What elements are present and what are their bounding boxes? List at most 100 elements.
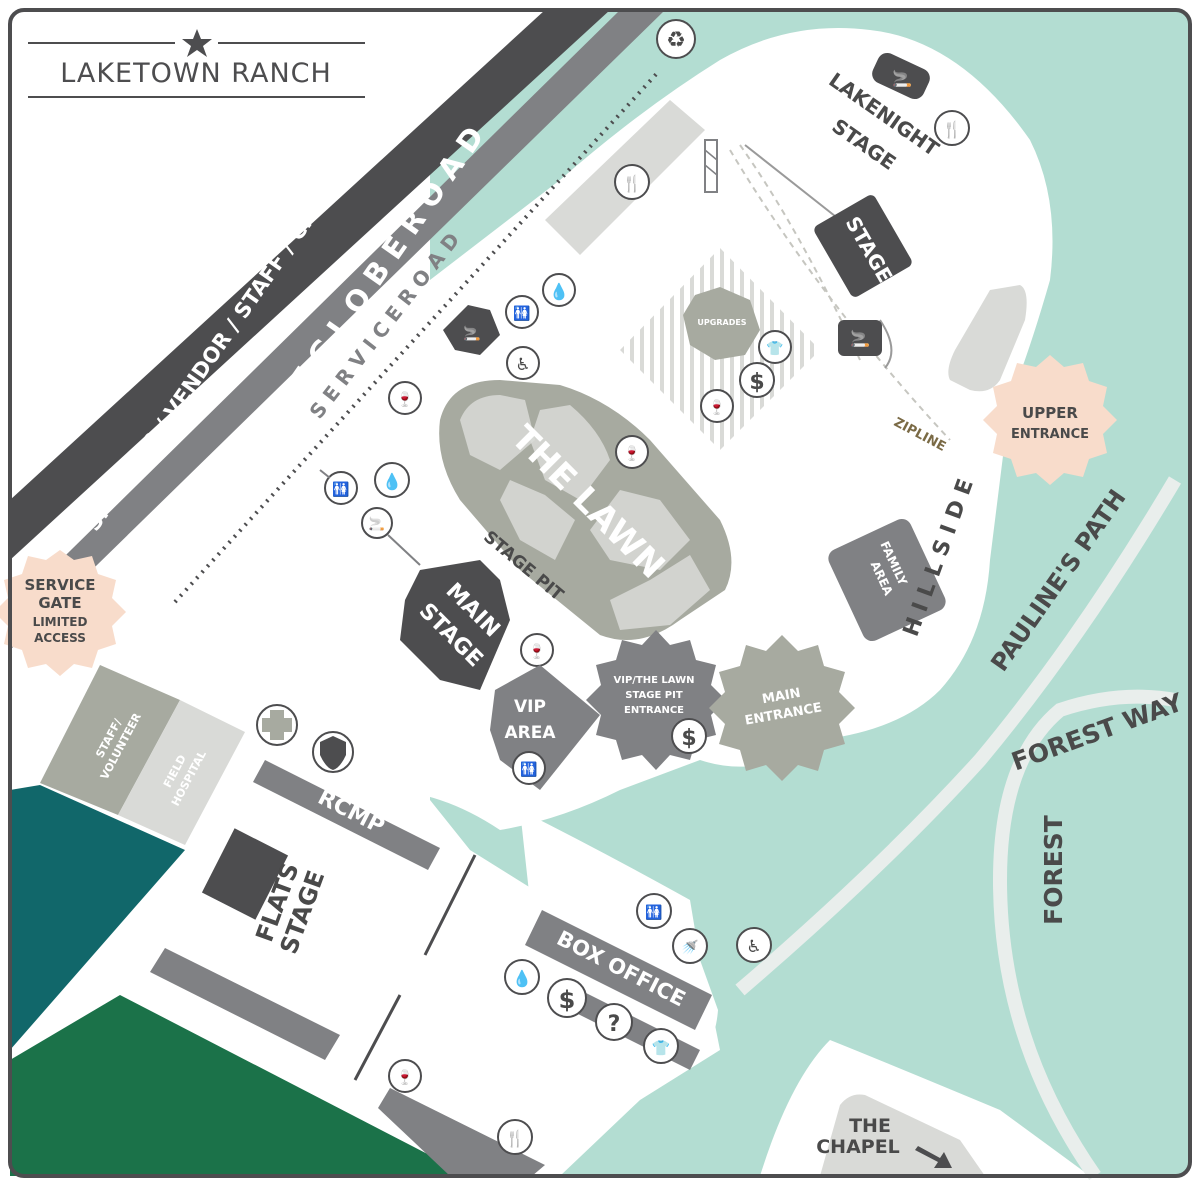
water-glyph-box: 💧 bbox=[512, 969, 532, 988]
field-hospital-area bbox=[118, 700, 245, 845]
bar-icon-service bbox=[388, 381, 422, 415]
restroom-glyph-vip: 🚻 bbox=[520, 761, 537, 778]
money-glyph-upgrades: $ bbox=[749, 370, 764, 395]
merch-icon-upgrades bbox=[758, 330, 792, 364]
forest-way-trail bbox=[992, 689, 1177, 1181]
restroom-glyph-top: 🚻 bbox=[513, 305, 530, 322]
water-glyph-top: 💧 bbox=[549, 282, 569, 301]
water-icon-box bbox=[504, 959, 540, 995]
shower-icon bbox=[672, 928, 708, 964]
flats-bar-structure bbox=[150, 948, 340, 1060]
upper-entrance-badge bbox=[983, 355, 1117, 485]
main-entrance-label-1: MAIN bbox=[761, 686, 802, 707]
accessible-glyph-box: ♿ bbox=[746, 937, 761, 957]
vip-area-label-1: VIP bbox=[514, 697, 546, 717]
bar-icon-lawn bbox=[615, 435, 649, 469]
teal-field bbox=[10, 785, 185, 1050]
chapel-label-2: CHAPEL bbox=[816, 1136, 900, 1158]
water-glyph-left: 💧 bbox=[382, 472, 402, 491]
flats-stage bbox=[201, 828, 289, 920]
food-icon bbox=[614, 164, 650, 200]
upper-entrance-label-1: UPPER bbox=[1022, 404, 1078, 422]
smoking-glyph-zipline: 🚬 bbox=[850, 329, 870, 348]
food-icon-south bbox=[497, 1119, 533, 1155]
merch-glyph-upgrades: 👕 bbox=[766, 341, 783, 357]
bar-icon-south bbox=[388, 1059, 422, 1093]
page-title: LAKETOWN RANCH bbox=[60, 58, 332, 89]
upper-right-pad bbox=[948, 285, 1027, 392]
teleglobe-road bbox=[10, 10, 665, 650]
vip-entrance-label-2: STAGE PIT bbox=[625, 690, 683, 701]
smoking-icon-left bbox=[361, 507, 393, 539]
money-icon-upgrades bbox=[739, 362, 775, 398]
service-gate-label-3: LIMITED bbox=[33, 615, 88, 629]
chapel-label-1: THE bbox=[849, 1115, 891, 1137]
merch-icon-box bbox=[643, 1028, 679, 1064]
green-field bbox=[10, 995, 470, 1176]
restroom-icon-vip bbox=[512, 751, 546, 785]
map-border bbox=[8, 8, 1192, 1178]
forest-label: FOREST bbox=[1039, 815, 1068, 925]
food-glyph-south: 🍴 bbox=[505, 1129, 525, 1148]
service-gate-label-4: ACCESS bbox=[34, 631, 86, 645]
upgrades-label: UPGRADES bbox=[697, 318, 746, 327]
info-icon-box bbox=[595, 1003, 633, 1041]
food-glyph: 🍴 bbox=[622, 174, 642, 193]
water-icon-top bbox=[542, 273, 576, 307]
smoking-glyph-left: 🚬 bbox=[369, 516, 385, 532]
vip-area-label-2: AREA bbox=[504, 723, 556, 743]
service-gate-label-1: SERVICE bbox=[24, 576, 95, 594]
water-icon-left bbox=[374, 462, 410, 498]
family-area bbox=[828, 518, 946, 642]
bar-glyph-south: 🍷 bbox=[396, 1069, 413, 1086]
rcmp-building bbox=[253, 760, 440, 870]
service-gate-badge bbox=[0, 550, 126, 676]
money-glyph-box: $ bbox=[559, 986, 576, 1014]
vip-entrance-label-3: ENTRANCE bbox=[624, 705, 684, 716]
accessible-glyph-top: ♿ bbox=[515, 355, 530, 375]
food-icon-lakenight bbox=[934, 110, 970, 146]
bar-icon-upgrades bbox=[700, 389, 734, 423]
food-glyph-lakenight: 🍴 bbox=[942, 120, 962, 139]
restroom-glyph-left: 🚻 bbox=[332, 481, 349, 498]
box-office-building bbox=[525, 910, 712, 1030]
lakenight-stage bbox=[814, 195, 912, 297]
restroom-icon-top bbox=[505, 295, 539, 329]
service-gate-label-2: GATE bbox=[38, 594, 81, 612]
accessible-icon-box bbox=[736, 927, 772, 963]
recycle-icon bbox=[656, 19, 696, 59]
smoking-glyph-service: 🚬 bbox=[463, 325, 480, 342]
bar-glyph-upgrades: 🍷 bbox=[708, 399, 725, 416]
restroom-icon-left bbox=[324, 471, 358, 505]
shower-glyph: 🚿 bbox=[681, 939, 698, 956]
money-glyph-vip: $ bbox=[681, 726, 696, 751]
money-icon-vip bbox=[671, 718, 707, 754]
bar-glyph-mainstage: 🍷 bbox=[528, 643, 545, 660]
south-vendor-structure bbox=[378, 1088, 545, 1176]
smoking-area-service bbox=[443, 305, 500, 355]
money-icon-box bbox=[547, 978, 587, 1018]
star-icon bbox=[182, 29, 212, 57]
smoking-glyph-lakenight: 🚬 bbox=[892, 69, 912, 88]
smoking-area-zipline bbox=[838, 320, 882, 356]
restroom-icon-box bbox=[636, 893, 672, 929]
parking-road bbox=[10, 10, 610, 560]
upgrades-badge bbox=[683, 287, 760, 360]
main-entrance-badge bbox=[709, 635, 855, 781]
accessible-icon-top bbox=[506, 346, 540, 380]
vip-entrance-label-1: VIP/THE LAWN bbox=[613, 675, 694, 686]
merch-glyph-box: 👕 bbox=[652, 1039, 671, 1057]
upper-entrance-label-2: ENTRANCE bbox=[1011, 427, 1089, 442]
bar-glyph-service: 🍷 bbox=[396, 391, 413, 408]
zipline-tower bbox=[704, 139, 718, 193]
info-glyph-box: ? bbox=[608, 1012, 621, 1037]
bar-glyph-lawn: 🍷 bbox=[623, 445, 640, 462]
staff-volunteer-area bbox=[40, 665, 180, 815]
bar-icon-mainstage bbox=[520, 633, 554, 667]
recycle-glyph: ♻ bbox=[666, 28, 686, 53]
chapel-arrow-icon bbox=[915, 1146, 952, 1168]
restroom-glyph-box: 🚻 bbox=[645, 904, 662, 921]
paulines-path-trail bbox=[735, 476, 1182, 996]
smoking-area-lakenight bbox=[872, 52, 930, 100]
